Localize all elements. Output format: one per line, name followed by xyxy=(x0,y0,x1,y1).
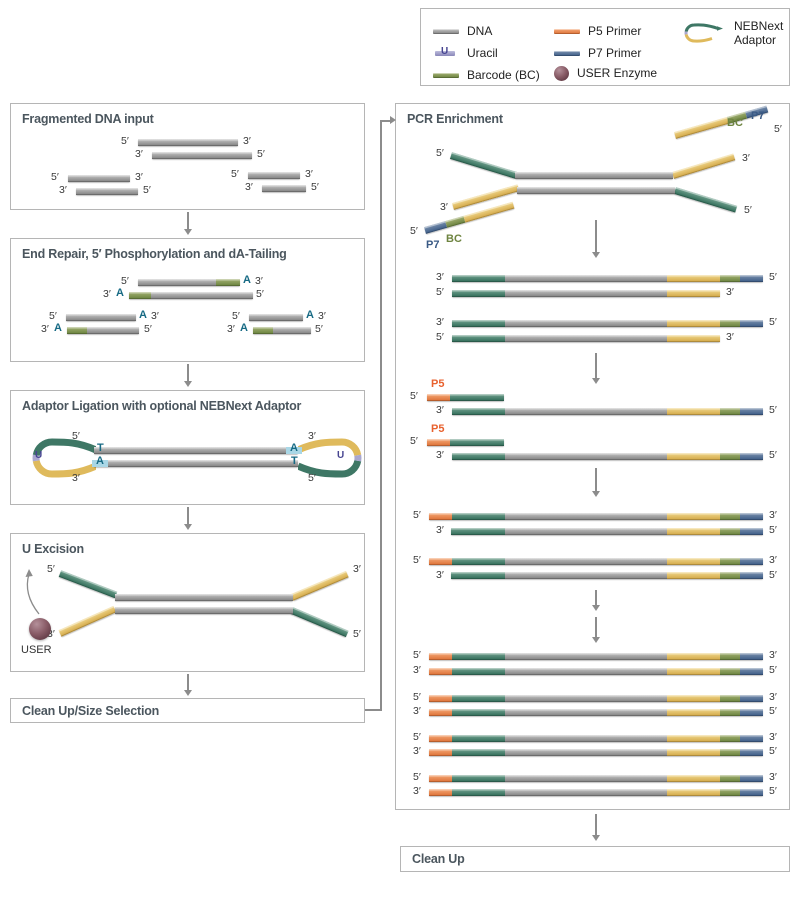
flow-arrow-head xyxy=(184,229,192,235)
flow-arrow-head xyxy=(184,690,192,696)
legend-label: Barcode (BC) xyxy=(467,68,540,82)
panel-clean-up: Clean Up xyxy=(400,846,790,872)
panel-title: End Repair, 5′ Phosphorylation and dA-Ta… xyxy=(22,247,287,261)
uracil-icon: U xyxy=(433,46,459,60)
barcode-icon xyxy=(433,72,459,78)
panel-title: U Excision xyxy=(22,542,84,556)
connector-line xyxy=(380,120,390,122)
legend-label: P7 Primer xyxy=(588,46,642,60)
legend-label: P5 Primer xyxy=(588,24,642,38)
legend-item-p5: P5 Primer xyxy=(554,22,641,40)
user-enzyme-icon xyxy=(554,65,569,81)
panel-title: Clean Up xyxy=(412,852,465,866)
panel-cleanup-size-selection: Clean Up/Size Selection xyxy=(10,698,365,723)
legend-box: DNA U Uracil Barcode (BC) P5 Primer P7 P… xyxy=(420,8,790,86)
legend-item-p7: P7 Primer xyxy=(554,44,641,62)
flow-arrow-line xyxy=(595,814,597,836)
dna-icon xyxy=(433,28,459,34)
flow-arrow-head xyxy=(184,524,192,530)
p7-primer-icon xyxy=(554,50,580,56)
panel-pcr-enrichment: PCR Enrichment xyxy=(395,103,790,810)
panel-end-repair: End Repair, 5′ Phosphorylation and dA-Ta… xyxy=(10,238,365,362)
panel-title: PCR Enrichment xyxy=(407,112,503,126)
flow-arrow-line xyxy=(187,212,189,230)
nebnext-adaptor-icon xyxy=(680,19,726,49)
flow-arrow-head xyxy=(184,381,192,387)
legend-label: USER Enzyme xyxy=(577,66,658,80)
uracil-bar xyxy=(435,51,455,56)
flow-arrow-line xyxy=(187,507,189,525)
panel-u-excision: U Excision xyxy=(10,533,365,672)
uracil-letter: U xyxy=(441,46,449,57)
p5-primer-icon xyxy=(554,28,580,34)
connector-line xyxy=(365,709,382,711)
legend-label: DNA xyxy=(467,24,493,38)
legend-item-barcode: Barcode (BC) xyxy=(433,66,540,84)
legend-item-uracil: U Uracil xyxy=(433,44,498,62)
legend-item-user: USER Enzyme xyxy=(554,64,657,82)
legend-item-adaptor: NEBNext Adaptor xyxy=(680,19,798,49)
legend-label: Uracil xyxy=(467,46,498,60)
panel-title: Adaptor Ligation with optional NEBNext A… xyxy=(22,399,302,413)
flow-arrow-line xyxy=(187,364,189,382)
connector-line xyxy=(380,120,382,710)
panel-title: Fragmented DNA input xyxy=(22,112,154,126)
legend-item-dna: DNA xyxy=(433,22,492,40)
panel-title: Clean Up/Size Selection xyxy=(22,704,160,718)
flow-arrow-line xyxy=(187,674,189,691)
flow-arrow-head xyxy=(592,835,600,841)
panel-adaptor-ligation: Adaptor Ligation with optional NEBNext A… xyxy=(10,390,365,505)
legend-label: NEBNext Adaptor xyxy=(734,19,784,47)
panel-fragmented-dna-input: Fragmented DNA input xyxy=(10,103,365,210)
